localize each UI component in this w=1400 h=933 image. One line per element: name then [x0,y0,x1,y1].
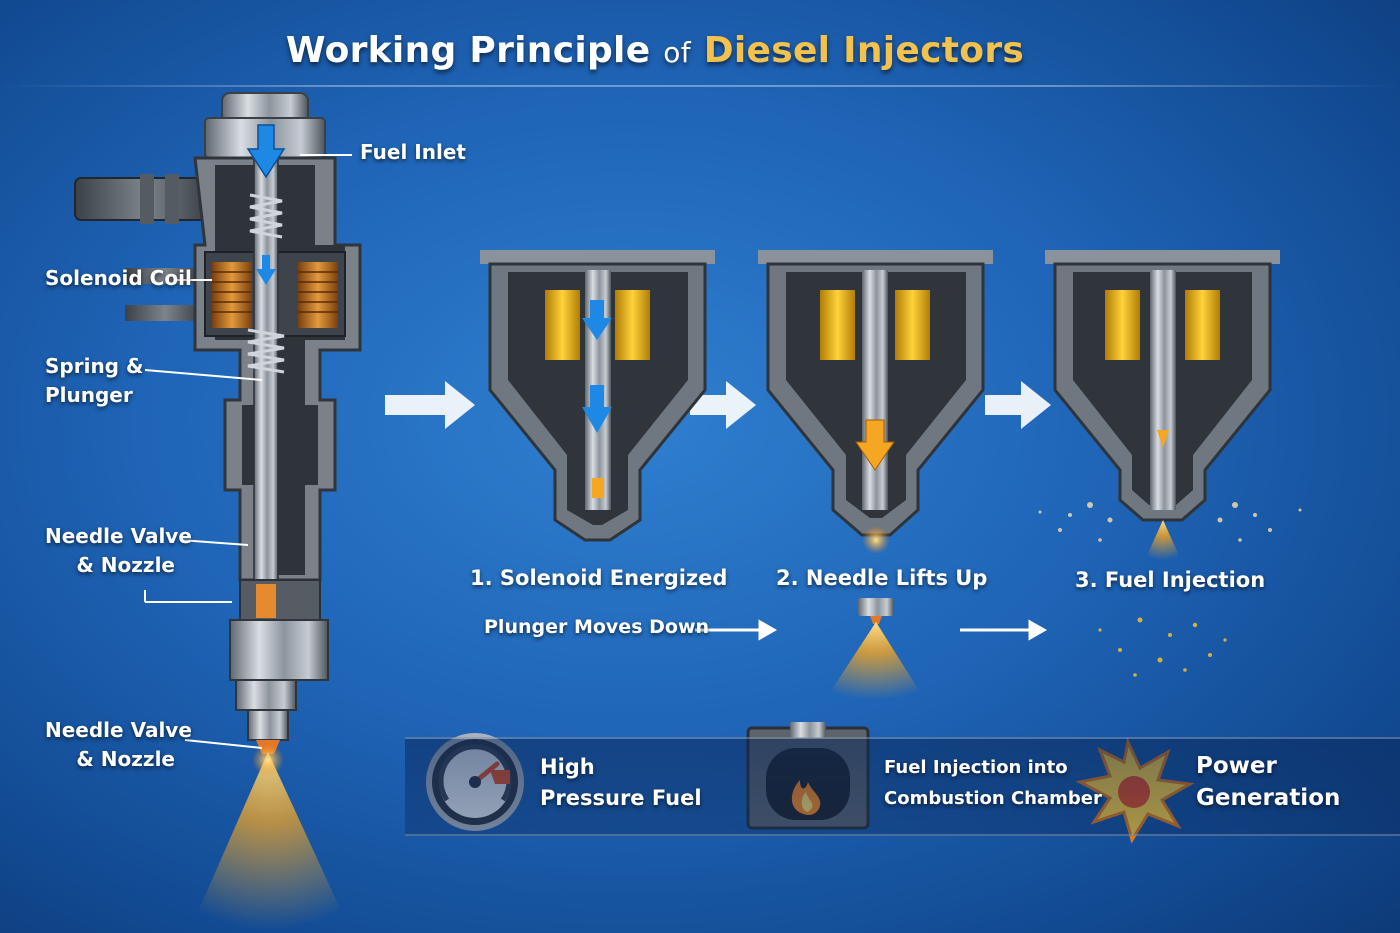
label-solenoid-coil: Solenoid Coil [45,266,192,290]
title-main: Working Principle [285,30,651,71]
summary-combustion-text: Fuel Injection into Combustion Chamber [884,752,1102,814]
label-needle-valve-upper-line1: Needle Valve [45,524,192,548]
summary-combustion-line1: Fuel Injection into [884,757,1068,778]
label-needle-valve-upper-line2: & Nozzle [76,553,175,577]
label-needle-valve-lower: Needle Valve & Nozzle [45,716,192,774]
summary-power-line2: Generation [1196,785,1341,811]
stage-2-diagram [758,250,993,700]
label-spring-plunger-line1: Spring & [45,354,144,378]
page-title: Working Principle of Diesel Injectors [0,30,1310,71]
label-fuel-inlet: Fuel Inlet [360,140,466,164]
stage-2-caption: 2. Needle Lifts Up [776,566,988,590]
stage-1-subcaption: Plunger Moves Down [484,616,710,638]
label-needle-valve-upper: Needle Valve & Nozzle [45,522,192,580]
stage-connector-arrows [695,619,1048,641]
summary-pressure-line1: High [540,755,595,779]
stage-3-caption: 3. Fuel Injection [1075,568,1266,592]
label-needle-valve-lower-line2: & Nozzle [76,747,175,771]
summary-power-text: Power Generation [1196,750,1340,814]
stage-3-diagram [1038,250,1302,677]
summary-combustion-line2: Combustion Chamber [884,788,1102,809]
stage-1-diagram [480,250,715,542]
summary-power-line1: Power [1196,753,1277,779]
summary-pressure-text: High Pressure Fuel [540,752,702,814]
label-spring-plunger-line2: Plunger [45,383,133,407]
leader-lines [144,154,352,749]
title-of: of [663,36,691,69]
summary-pressure-line2: Pressure Fuel [540,786,702,810]
summary-band [405,737,1400,836]
stage-1-caption: 1. Solenoid Energized [470,566,728,590]
label-needle-valve-lower-line1: Needle Valve [45,718,192,742]
title-accent: Diesel Injectors [703,30,1025,71]
label-spring-plunger: Spring & Plunger [45,352,143,410]
process-arrows [385,381,1051,429]
main-injector [74,92,362,930]
title-underline [0,85,1400,87]
